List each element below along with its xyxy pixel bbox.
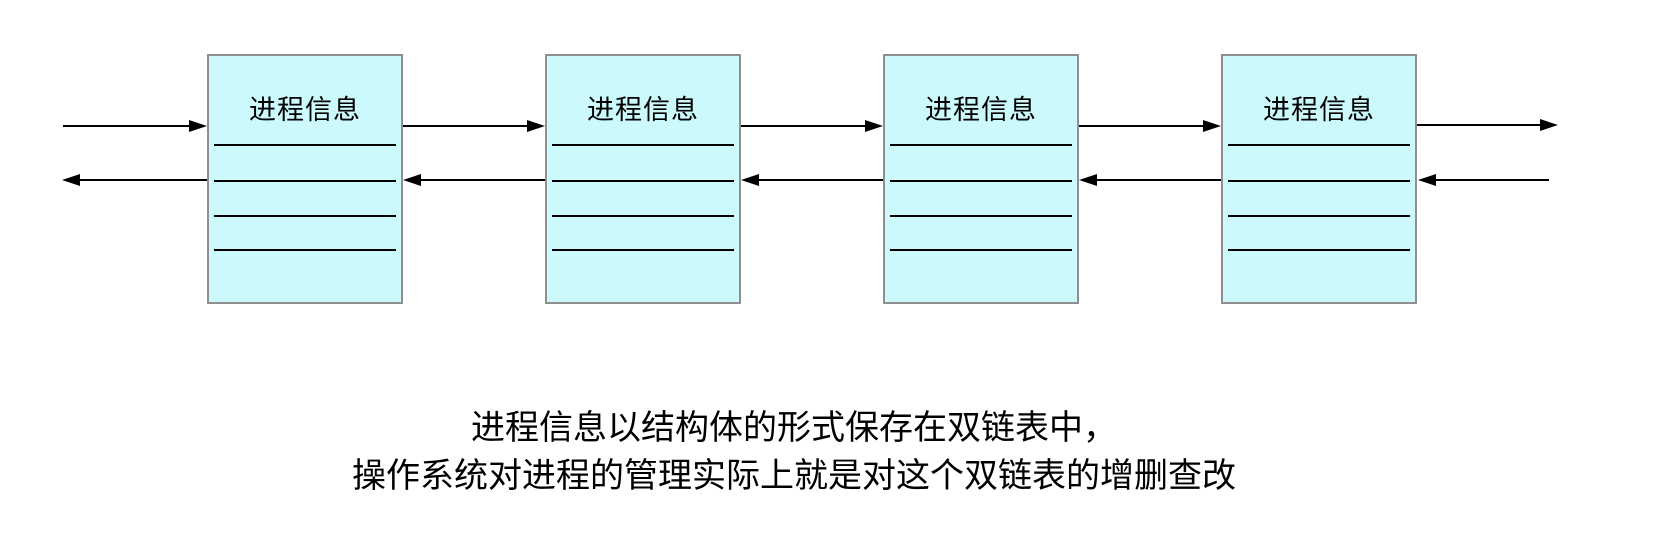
node-title: 进程信息 bbox=[925, 95, 1037, 126]
caption-line-2: 操作系统对进程的管理实际上就是对这个双链表的增删查改 bbox=[352, 456, 1236, 496]
field-line bbox=[214, 180, 396, 182]
field-line bbox=[1228, 144, 1410, 146]
field-line bbox=[890, 180, 1072, 182]
prev-pointer-arrow bbox=[62, 174, 207, 186]
field-line bbox=[890, 249, 1072, 251]
next-pointer-arrow bbox=[403, 120, 545, 132]
field-line bbox=[552, 249, 734, 251]
field-line bbox=[214, 249, 396, 251]
field-line bbox=[890, 144, 1072, 146]
field-line bbox=[214, 215, 396, 217]
node-title: 进程信息 bbox=[587, 95, 699, 126]
prev-pointer-arrow bbox=[403, 174, 545, 186]
field-line bbox=[552, 144, 734, 146]
prev-pointer-arrow bbox=[741, 174, 883, 186]
process-info-node-4: 进程信息 bbox=[1221, 54, 1417, 304]
field-line bbox=[214, 144, 396, 146]
next-pointer-arrow bbox=[1079, 120, 1221, 132]
field-line bbox=[1228, 180, 1410, 182]
field-line bbox=[1228, 249, 1410, 251]
node-title: 进程信息 bbox=[1263, 95, 1375, 126]
field-line bbox=[552, 215, 734, 217]
field-line bbox=[552, 180, 734, 182]
process-info-node-2: 进程信息 bbox=[545, 54, 741, 304]
prev-pointer-arrow bbox=[1079, 174, 1221, 186]
field-line bbox=[890, 215, 1072, 217]
process-info-node-3: 进程信息 bbox=[883, 54, 1079, 304]
next-pointer-arrow bbox=[63, 120, 207, 132]
caption: 进程信息以结构体的形式保存在双链表中， 操作系统对进程的管理实际上就是对这个双链… bbox=[0, 404, 1588, 500]
prev-pointer-arrow bbox=[1418, 174, 1549, 186]
next-pointer-arrow bbox=[1417, 119, 1558, 131]
caption-line-1: 进程信息以结构体的形式保存在双链表中， bbox=[471, 408, 1117, 448]
node-title: 进程信息 bbox=[249, 95, 361, 126]
next-pointer-arrow bbox=[741, 120, 883, 132]
process-info-node-1: 进程信息 bbox=[207, 54, 403, 304]
field-line bbox=[1228, 215, 1410, 217]
